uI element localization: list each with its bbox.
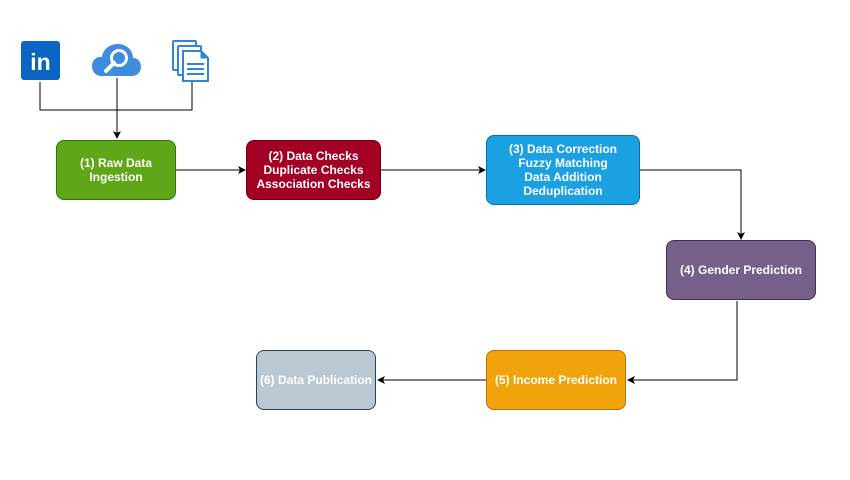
linkedin-icon-badge [21,41,60,80]
linkedin-icon-label: in [30,49,50,75]
step-3-data-correction: (3) Data Correction Fuzzy Matching Data … [486,135,640,205]
step-6-label: (6) Data Publication [259,373,372,387]
step-2-label: (2) Data Checks Duplicate Checks Associa… [256,149,371,191]
connector-step-4-to-step-5 [627,301,738,384]
cloud-search-icon [91,42,142,78]
step-5-income-prediction: (5) Income Prediction [486,350,626,410]
step-5-label: (5) Income Prediction [494,373,618,387]
linkedin-icon: in [21,41,60,80]
document-icon [172,40,210,82]
step-6-data-publication: (6) Data Publication [256,350,376,410]
step-1-raw-data-ingestion: (1) Raw Data Ingestion [56,140,176,200]
connector-linkedin-to-merge [39,82,117,111]
connector-docs-to-merge [117,81,193,111]
connector-step-3-to-step-4 [640,169,745,240]
step-3-label: (3) Data Correction Fuzzy Matching Data … [508,142,618,198]
step-1-label: (1) Raw Data Ingestion [79,156,153,184]
step-4-gender-prediction: (4) Gender Prediction [666,240,816,300]
step-2-data-checks: (2) Data Checks Duplicate Checks Associa… [246,140,381,200]
step-4-label: (4) Gender Prediction [679,263,803,277]
